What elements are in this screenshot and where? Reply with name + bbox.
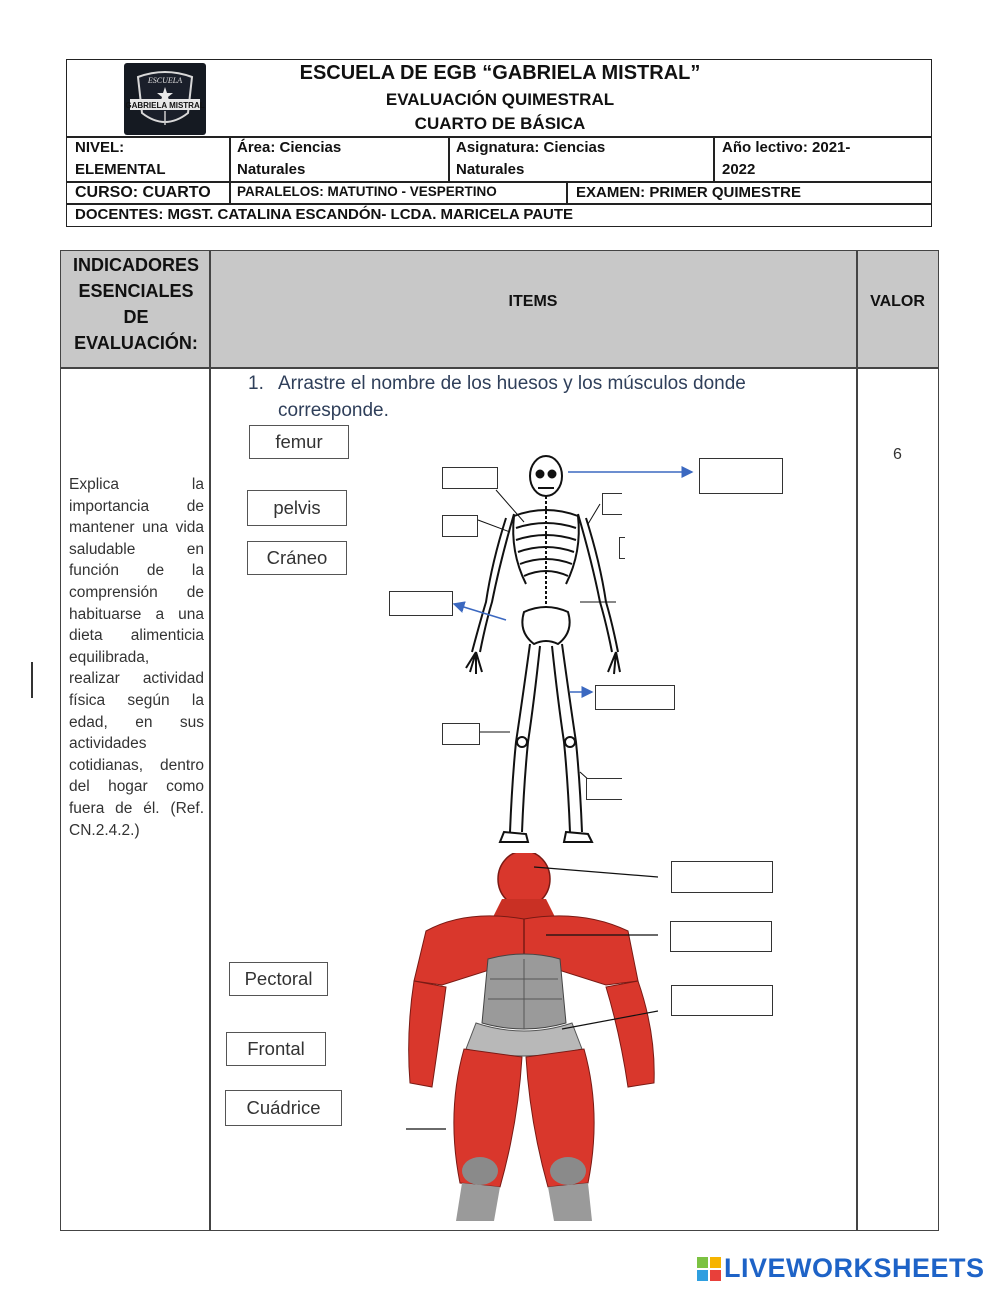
divider: [229, 181, 231, 204]
score-value: 6: [857, 446, 938, 464]
drop-zone-muscle[interactable]: [671, 985, 773, 1016]
asignatura-value: Naturales: [456, 159, 524, 180]
docentes-cell: DOCENTES: MGST. CATALINA ESCANDÓN- LCDA.…: [75, 204, 573, 225]
muscle-label-pectoral[interactable]: Pectoral: [229, 962, 328, 996]
drop-zone-muscle[interactable]: [671, 861, 773, 893]
divider: [61, 367, 938, 369]
text-cursor: [31, 662, 33, 698]
anio-value: 2022: [722, 159, 755, 180]
divider: [856, 251, 858, 1230]
question-text: Arrastre el nombre de los huesos y los m…: [278, 370, 818, 424]
curso-cell: CURSO: CUARTO: [75, 182, 211, 203]
indicadores-header: INDICADORES ESENCIALES DE EVALUACIÓN:: [64, 252, 208, 356]
asignatura-label: Asignatura: Ciencias: [456, 137, 605, 158]
divider: [229, 136, 231, 182]
drop-zone-bone[interactable]: [595, 685, 675, 710]
examen-cell: EXAMEN: PRIMER QUIMESTRE: [576, 182, 801, 203]
area-label: Área: Ciencias: [237, 137, 341, 158]
school-title: ESCUELA DE EGB “GABRIELA MISTRAL”: [0, 62, 1000, 85]
nivel-label: NIVEL:: [75, 137, 124, 158]
drop-zone-bone[interactable]: [442, 723, 480, 745]
valor-header: VALOR: [857, 293, 938, 311]
muscle-illustration: [406, 853, 658, 1223]
paralelos-cell: PARALELOS: MATUTINO - VESPERTINO: [237, 181, 497, 202]
nivel-value: ELEMENTAL: [75, 159, 166, 180]
drop-zone-bone[interactable]: [586, 778, 622, 800]
liveworksheets-watermark: LIVEWORKSHEETS: [724, 1253, 985, 1284]
divider: [448, 136, 450, 182]
drop-zone-bone[interactable]: [699, 458, 783, 494]
evaluation-title: EVALUACIÓN QUIMESTRAL: [0, 90, 1000, 110]
drop-zone-bone[interactable]: [389, 591, 453, 616]
drop-zone-muscle[interactable]: [670, 921, 772, 952]
area-value: Naturales: [237, 159, 305, 180]
grade-title: CUARTO DE BÁSICA: [0, 114, 1000, 134]
bone-label-craneo[interactable]: Cráneo: [247, 541, 347, 575]
divider: [713, 136, 715, 182]
bone-label-pelvis[interactable]: pelvis: [247, 490, 347, 526]
indicator-description: Explica la importancia de mantener una v…: [69, 474, 204, 841]
bone-label-femur[interactable]: femur: [249, 425, 349, 459]
items-header: ITEMS: [210, 293, 856, 311]
question-number: 1.: [248, 370, 264, 397]
muscle-label-frontal[interactable]: Frontal: [226, 1032, 326, 1066]
divider: [209, 251, 211, 1230]
muscle-label-cuadrice[interactable]: Cuádrice: [225, 1090, 342, 1126]
anio-label: Año lectivo: 2021-: [722, 137, 850, 158]
arrow-lines: [380, 460, 700, 700]
liveworksheets-logo-icon: [697, 1257, 721, 1281]
divider: [566, 181, 568, 204]
